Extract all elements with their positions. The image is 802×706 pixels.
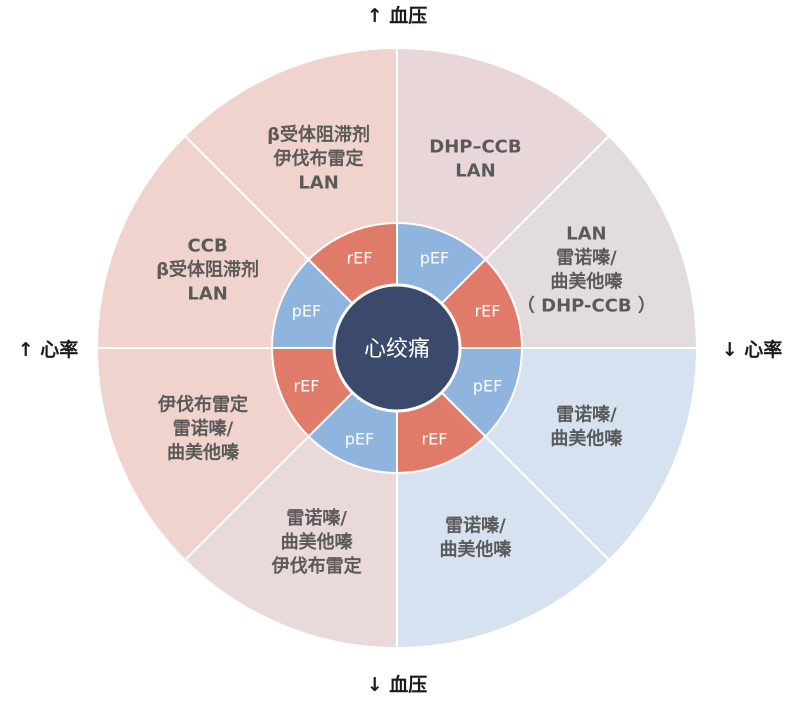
ef-ring-label: pEF <box>473 377 502 396</box>
segment-ne-e-line: 雷诺嗪/ <box>556 247 617 269</box>
ef-ring-label: pEF <box>345 430 374 449</box>
segment-nw-n-line: β受体阻滞剂 <box>267 124 370 146</box>
segment-e-se-line: 曲美他嗪 <box>550 427 623 449</box>
segment-n-ne-line: LAN <box>455 161 495 182</box>
ef-ring: pEF rEF pEF rEF pEF rEF pEF rEF <box>270 221 524 475</box>
axis-label-left: ↑ 心率 <box>18 338 79 361</box>
ef-ring-label: pEF <box>292 301 321 320</box>
ef-ring-label: rEF <box>294 377 320 396</box>
segment-se-s-line: 雷诺嗪/ <box>445 514 506 536</box>
segment-sw-w-line: 曲美他嗪 <box>167 441 240 463</box>
ef-ring-label: rEF <box>422 430 448 449</box>
segment-s-sw-line: 雷诺嗪/ <box>286 507 347 529</box>
segment-ne-e-line: 曲美他嗪 <box>550 271 623 293</box>
segment-w-nw-line: β受体阻滞剂 <box>156 259 259 281</box>
segment-w-nw-line: CCB <box>188 236 228 257</box>
segment-nw-n-line: LAN <box>298 173 338 194</box>
ef-ring-label: rEF <box>347 248 373 267</box>
segment-s-sw-line: 伊伐布雷定 <box>271 555 362 577</box>
segment-e-se-line: 雷诺嗪/ <box>556 403 617 425</box>
segment-s-sw-line: 曲美他嗪 <box>281 531 354 553</box>
segment-w-nw-line: LAN <box>187 284 227 305</box>
axis-label-bottom: ↓ 血压 <box>367 673 428 696</box>
segment-nw-n-line: 伊伐布雷定 <box>273 148 364 170</box>
ef-ring-label: rEF <box>475 301 501 320</box>
segment-ne-e-line: LAN <box>566 224 606 245</box>
axis-label-right: ↓ 心率 <box>722 338 783 361</box>
ef-ring-label: pEF <box>420 248 449 267</box>
segment-n-ne-line: DHP–CCB <box>429 137 521 158</box>
segment-se-s-line: 曲美他嗪 <box>439 538 512 560</box>
segment-ne-e-line: （ DHP-CCB ） <box>517 296 656 317</box>
segment-sw-w-line: 伊伐布雷定 <box>157 393 248 415</box>
segment-sw-w-line: 雷诺嗪/ <box>173 417 234 439</box>
center-disc <box>332 283 462 413</box>
center-label: 心绞痛 <box>364 337 430 362</box>
axis-label-top: ↑ 血压 <box>367 4 428 27</box>
